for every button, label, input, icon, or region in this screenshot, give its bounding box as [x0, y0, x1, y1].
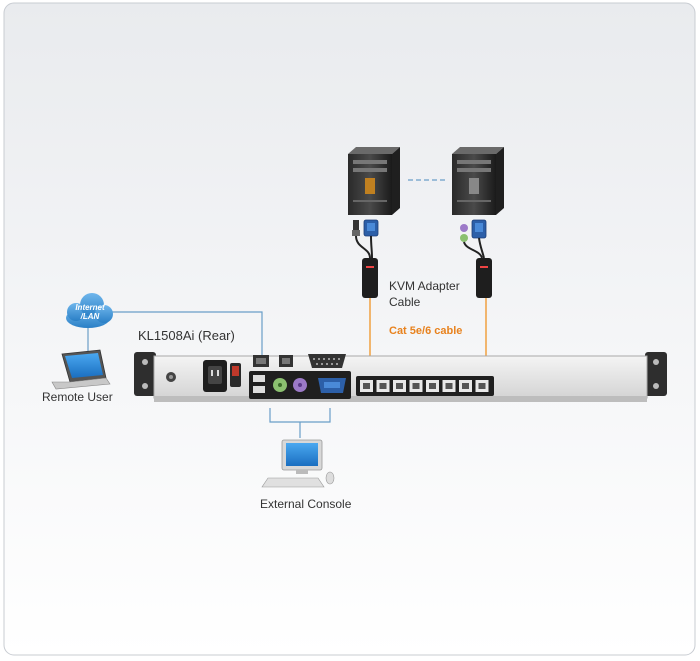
- computer-tower-1: [348, 147, 400, 215]
- rack-unit: [134, 352, 667, 402]
- kvm-adapter-label-line1: KVM Adapter: [389, 279, 460, 293]
- kvm-adapter-cable-2: [460, 219, 492, 298]
- cloud-label-line1: Internet: [75, 303, 105, 312]
- usb-port-icon: [253, 375, 265, 382]
- external-console-label: External Console: [260, 497, 352, 511]
- serial-port-icon: [308, 354, 346, 368]
- external-console-icon: [261, 439, 335, 488]
- rj45-port-jack: [429, 383, 436, 389]
- remote-user-label: Remote User: [42, 390, 113, 404]
- rj45-port-jack: [445, 383, 453, 389]
- kvm-adapter-cable-1: [352, 219, 379, 298]
- frame-border: [3, 2, 696, 656]
- rack-ear-right: [645, 352, 667, 396]
- usb-port-icon: [253, 386, 265, 393]
- laptop-icon: [51, 349, 111, 390]
- computer-tower-2: [452, 147, 504, 215]
- lan-link-line: [112, 311, 263, 355]
- device-title: KL1508Ai (Rear): [138, 328, 235, 343]
- cloud-label-line2: /LAN: [80, 312, 100, 321]
- internet-lan-cloud: [66, 293, 113, 328]
- rj45-port-jack: [478, 383, 486, 389]
- rj45-port-jack: [462, 383, 469, 389]
- rj45-port-jack: [412, 383, 420, 389]
- rj45-port-jack: [363, 383, 370, 389]
- rj45-port-group: [360, 380, 489, 392]
- kvm-adapter-label-line2: Cable: [389, 295, 421, 309]
- cat-cable-label: Cat 5e/6 cable: [389, 325, 463, 337]
- keyboard-icon: [261, 477, 325, 488]
- network-lines: [87, 179, 446, 438]
- rj45-port-jack: [379, 383, 387, 389]
- rj45-port-jack: [396, 383, 403, 389]
- cloud-label: Internet /LAN: [72, 303, 108, 321]
- mouse-icon: [325, 471, 335, 485]
- rack-ear-left: [134, 352, 156, 396]
